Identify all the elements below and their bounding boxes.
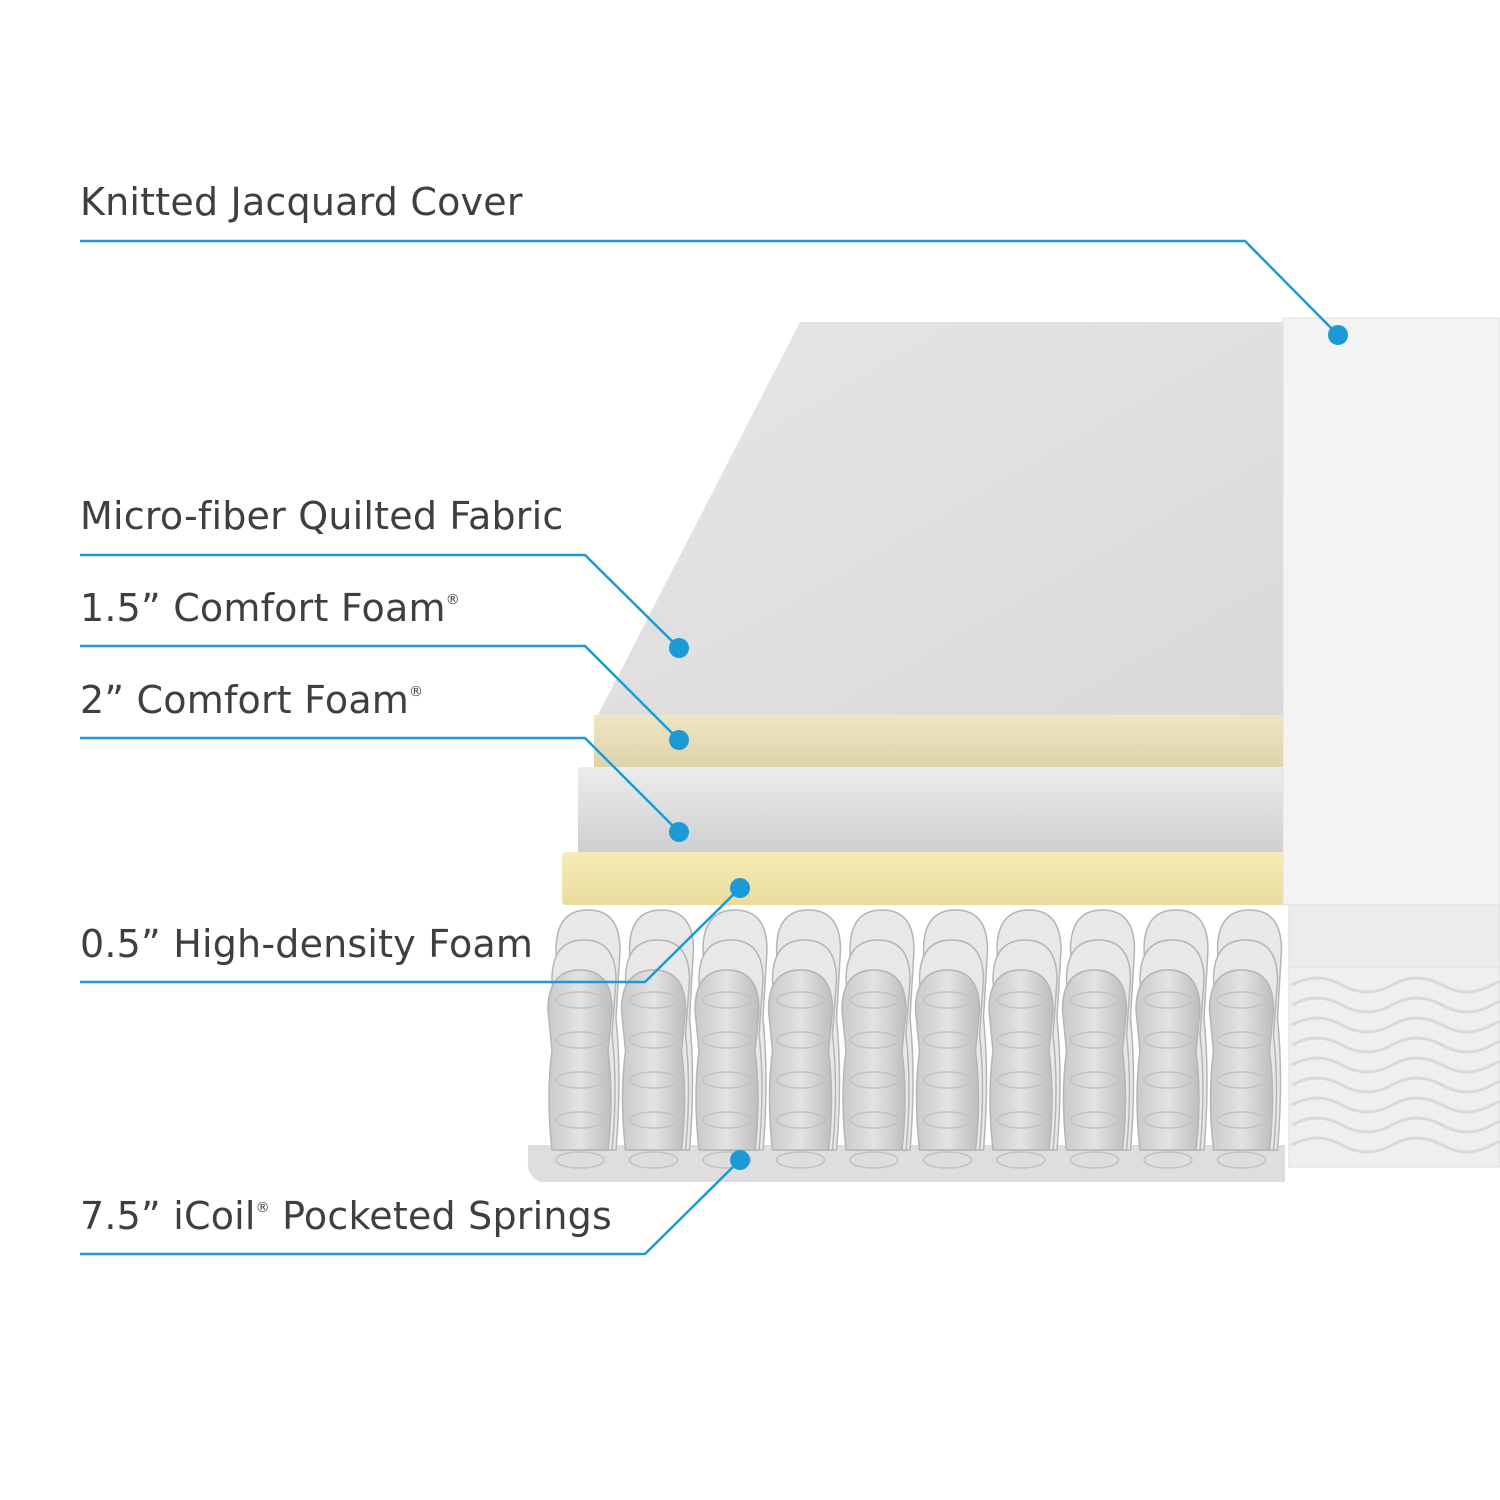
spring-pocket [1208,969,1275,1169]
layer-comfort-foam-2 [578,767,1285,852]
leader-line-foam-2 [80,736,680,833]
leader-line-cover [80,239,1339,336]
spring-pocket [1135,969,1201,1169]
leader-dot-springs [730,1150,750,1170]
wave-pattern [1291,976,1500,1154]
callout-pocketed-springs: 7.5” iCoil® Pocketed Springs [80,1194,612,1238]
spring-pocket [767,969,834,1169]
leader-line-high-density [80,887,741,984]
spring-pocket [694,969,760,1169]
spring-pocket [547,969,613,1169]
pocketed-springs [547,909,1283,1169]
spring-pocket [988,969,1054,1169]
layer-microfiber-quilted-fabric [598,322,1285,715]
spring-base [527,1145,1285,1182]
leader-dot-high-density [730,878,750,898]
knitted-jacquard-cover [1282,317,1500,906]
callout-comfort-foam-2: 2” Comfort Foam® [80,678,424,722]
callout-microfiber-quilted-fabric: Micro-fiber Quilted Fabric [80,494,564,538]
leader-dot-cover [1328,325,1348,345]
leader-line-springs [80,1159,741,1256]
spring-pocket [841,969,907,1169]
cover-side-band-top [1288,904,1500,968]
leader-dot-foam-1-5 [669,730,689,750]
spring-pocket [914,969,981,1169]
spring-pocket [620,969,687,1169]
cover-side-band [1288,966,1500,1168]
layer-high-density-foam [562,852,1285,905]
spring-pocket [1061,969,1128,1169]
callout-high-density-foam: 0.5” High-density Foam [80,922,534,966]
leader-line-foam-1-5 [80,644,680,741]
leader-dot-microfiber [669,638,689,658]
layer-comfort-foam-1-5 [594,715,1285,767]
leader-line-microfiber [80,553,680,649]
callout-leaders [80,239,1348,1256]
callout-comfort-foam-1-5: 1.5” Comfort Foam® [80,586,460,630]
leader-dot-foam-2 [669,822,689,842]
callout-knitted-jacquard-cover: Knitted Jacquard Cover [80,180,523,224]
